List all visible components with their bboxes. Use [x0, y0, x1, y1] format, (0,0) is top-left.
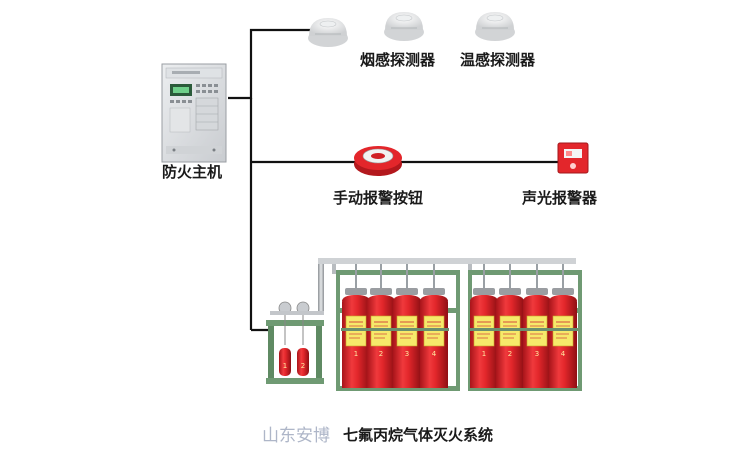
cylinder-number: 4 — [432, 350, 437, 358]
fire-alarm-controller — [161, 63, 227, 163]
cylinder-number: 3 — [535, 350, 539, 358]
cylinder-bank-1: 1 2 3 4 — [340, 287, 450, 389]
agent-cylinder: 1 — [340, 287, 372, 389]
audible-visual-alarm — [557, 142, 589, 174]
cylinder-bank-2: 1 2 3 4 — [468, 287, 579, 389]
agent-cylinder: 3 — [521, 287, 553, 389]
agent-cylinder: 3 — [391, 287, 423, 389]
cylinder-number: 4 — [561, 350, 566, 358]
wiring — [228, 28, 566, 332]
agent-cylinder: 2 — [494, 287, 526, 389]
agent-cylinder: 1 — [468, 287, 500, 389]
cylinder-number: 2 — [508, 350, 512, 358]
smoke-detector — [384, 12, 424, 41]
manifold-piping — [270, 258, 576, 315]
agent-cylinder: 4 — [418, 287, 450, 389]
pilot-number: 1 — [283, 362, 287, 370]
heat-detector-label: 温感探测器 — [460, 51, 536, 69]
controller-label: 防火主机 — [162, 163, 222, 181]
alarm-label: 声光报警器 — [521, 189, 598, 207]
agent-cylinder: 2 — [365, 287, 397, 389]
cylinder-number: 1 — [354, 350, 358, 358]
heat-detector — [475, 12, 515, 41]
system-label: 七氟丙烷气体灭火系统 — [343, 426, 493, 444]
manual-alarm-button — [354, 146, 402, 176]
detector-1 — [308, 18, 348, 47]
cylinder-number: 3 — [405, 350, 409, 358]
watermark: 山东安博 — [262, 426, 330, 446]
wire-detectors — [228, 28, 318, 100]
pilot-number: 2 — [301, 362, 305, 370]
smoke-detector-label: 烟感探测器 — [360, 51, 436, 69]
cylinder-number: 2 — [379, 350, 383, 358]
manual-button-label: 手动报警按钮 — [333, 189, 423, 207]
cylinder-number: 1 — [482, 350, 486, 358]
agent-cylinder: 4 — [547, 287, 579, 389]
gas-suppression-system: 1 2 — [266, 258, 582, 391]
